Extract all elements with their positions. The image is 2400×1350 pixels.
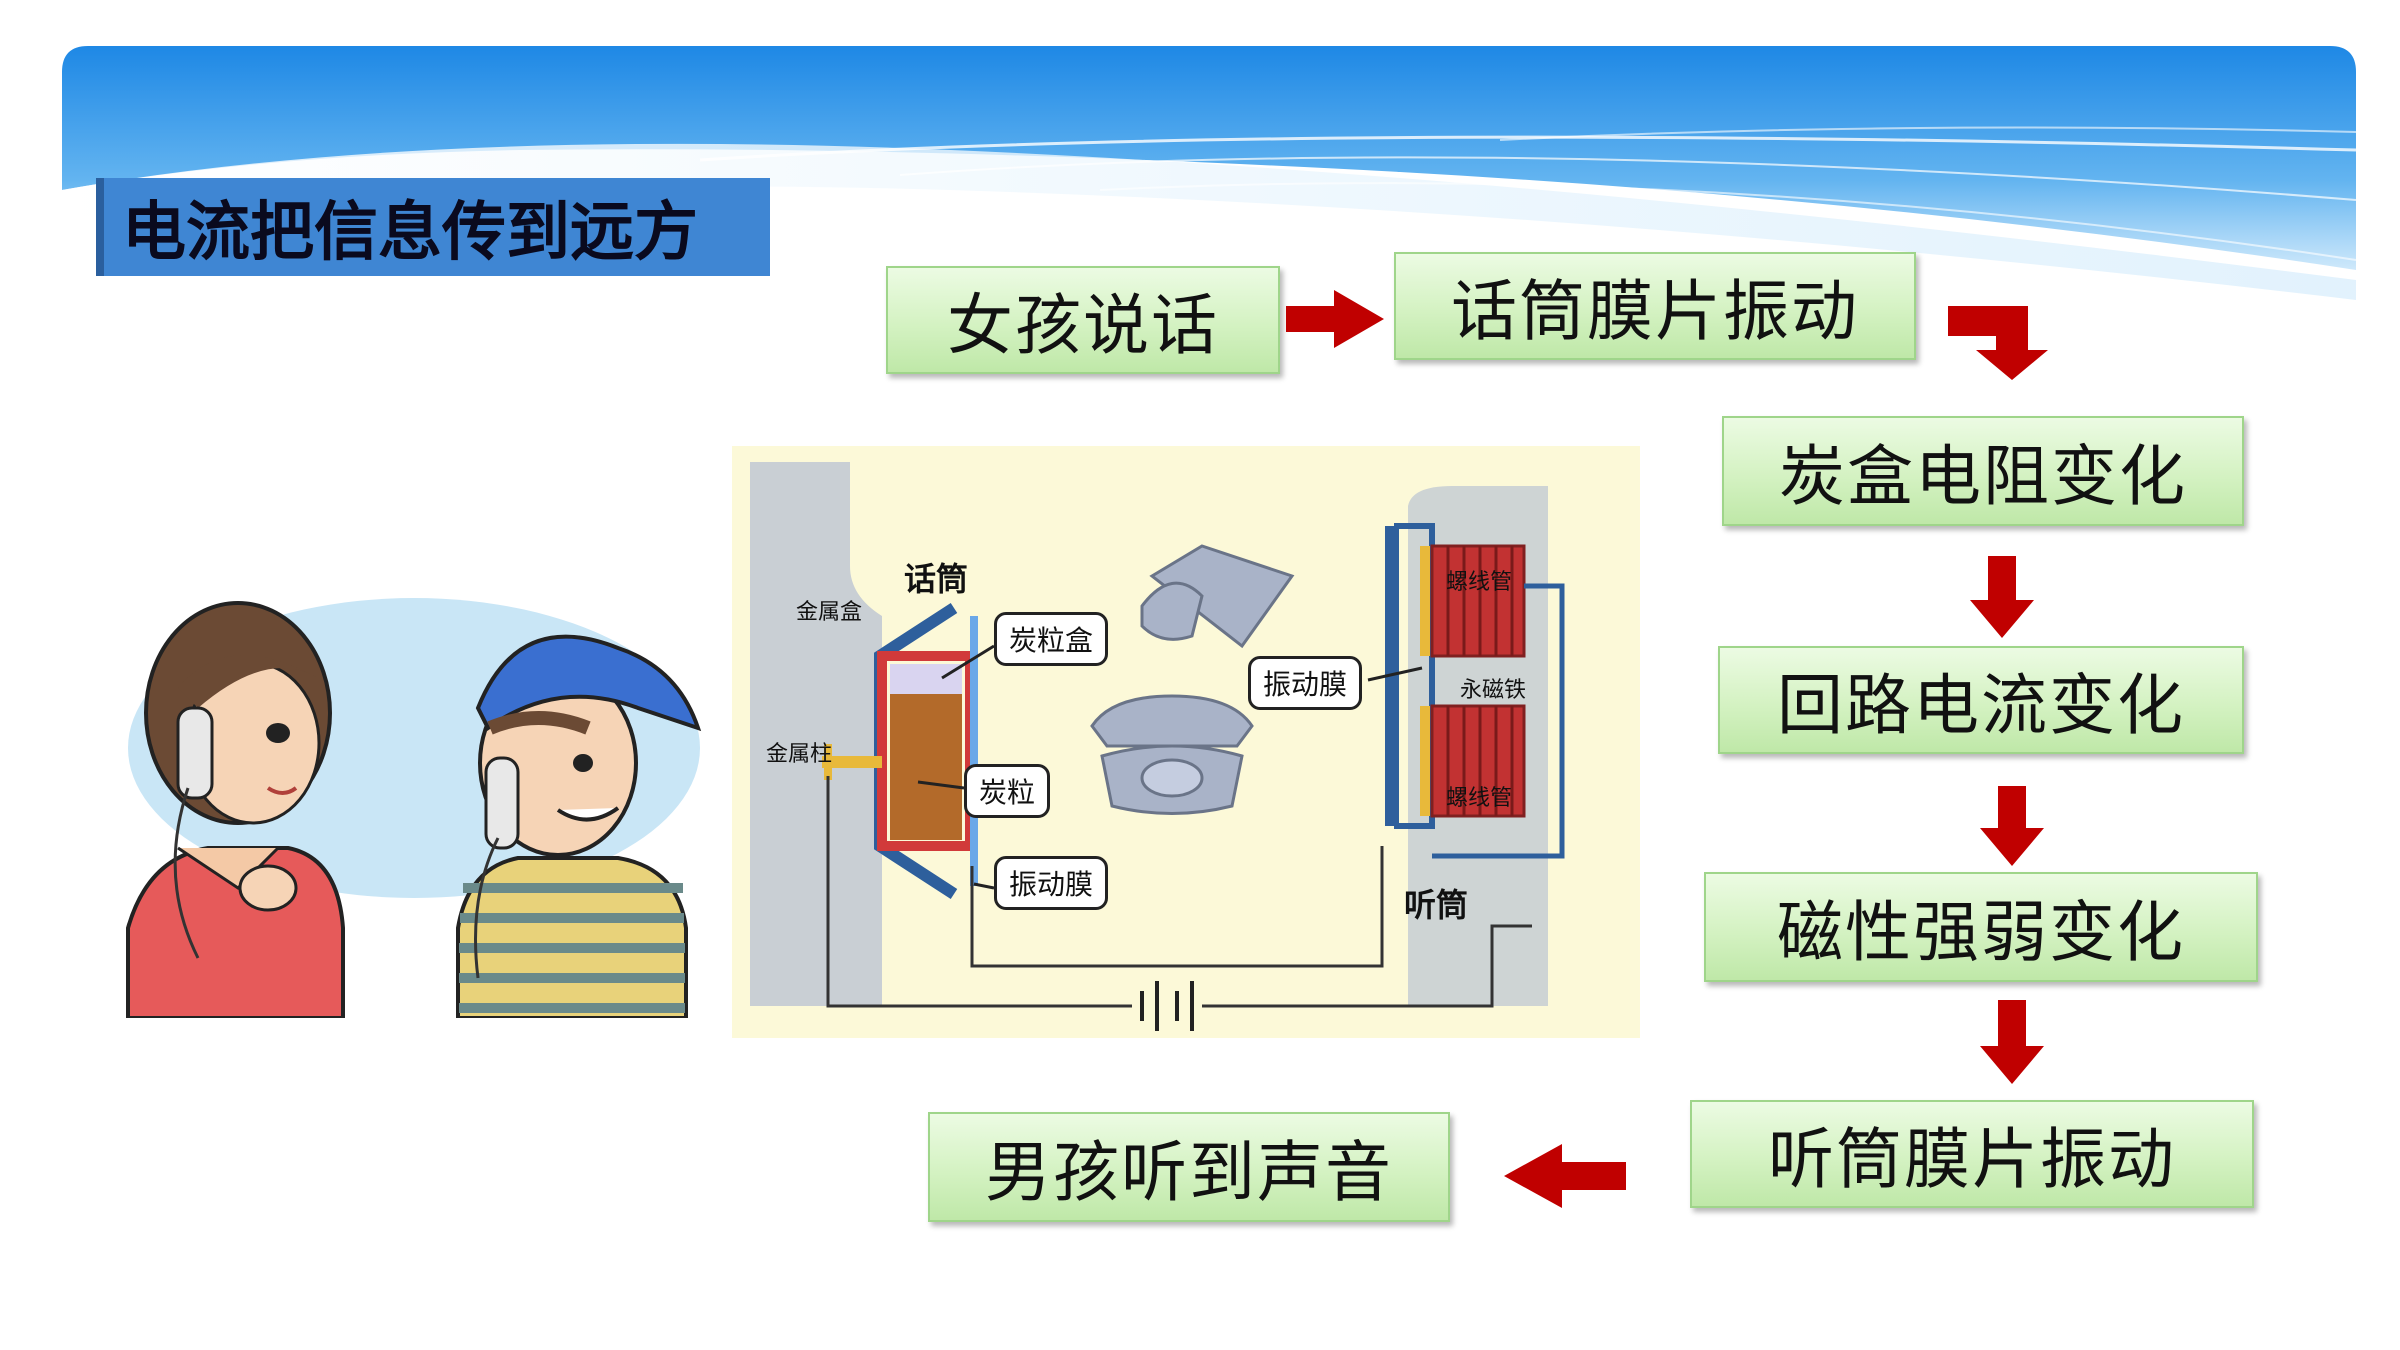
arrow-down-2 bbox=[1980, 786, 2044, 866]
label-solenoid-top: 螺线管 bbox=[1446, 570, 1513, 595]
boy-figure bbox=[456, 634, 702, 1018]
label-microphone: 话筒 bbox=[904, 560, 969, 598]
label-earpiece: 听筒 bbox=[1404, 886, 1469, 924]
callout-diaphragm-mic: 振动膜 bbox=[994, 856, 1109, 910]
step-earpiece-diaphragm-vibrates: 听筒膜片振动 bbox=[1690, 1100, 2254, 1208]
battery-symbol bbox=[1140, 981, 1194, 1031]
callout-diaphragm-ear: 振动膜 bbox=[1248, 656, 1363, 710]
step-boy-hears-sound: 男孩听到声音 bbox=[928, 1112, 1450, 1222]
arrow-down-3 bbox=[1980, 1000, 2044, 1084]
callout-carbon-box: 炭粒盒 bbox=[994, 612, 1109, 666]
arrow-down-1 bbox=[1970, 556, 2034, 638]
step-magnetism-changes: 磁性强弱变化 bbox=[1704, 872, 2258, 982]
label-metal-box: 金属盒 bbox=[796, 600, 863, 625]
page-title: 电流把信息传到远方 bbox=[96, 178, 770, 276]
desk-phone-icon bbox=[1140, 544, 1295, 649]
children-on-phone-illustration bbox=[118, 458, 710, 1018]
step-carbon-resistance-changes: 炭盒电阻变化 bbox=[1722, 416, 2244, 526]
step-mic-diaphragm-vibrates: 话筒膜片振动 bbox=[1394, 252, 1916, 360]
arrow-left bbox=[1504, 1144, 1626, 1208]
microphone-assembly bbox=[822, 602, 978, 900]
callout-carbon-grains: 炭粒 bbox=[964, 764, 1051, 818]
label-metal-post: 金属柱 bbox=[766, 742, 833, 767]
rotary-phone-icon bbox=[1090, 694, 1254, 815]
step-girl-speaks: 女孩说话 bbox=[886, 266, 1280, 374]
step-circuit-current-changes: 回路电流变化 bbox=[1718, 646, 2244, 754]
circuit-wires bbox=[826, 776, 1532, 1008]
label-magnet: 永磁铁 bbox=[1460, 678, 1527, 703]
girl-figure bbox=[126, 601, 345, 1018]
label-solenoid-bottom: 螺线管 bbox=[1446, 786, 1513, 811]
telephone-circuit-diagram: 话筒 听筒 金属盒 金属柱 炭粒盒 炭粒 振动膜 振动膜 螺线管 永磁铁 螺线管 bbox=[732, 446, 1640, 1038]
